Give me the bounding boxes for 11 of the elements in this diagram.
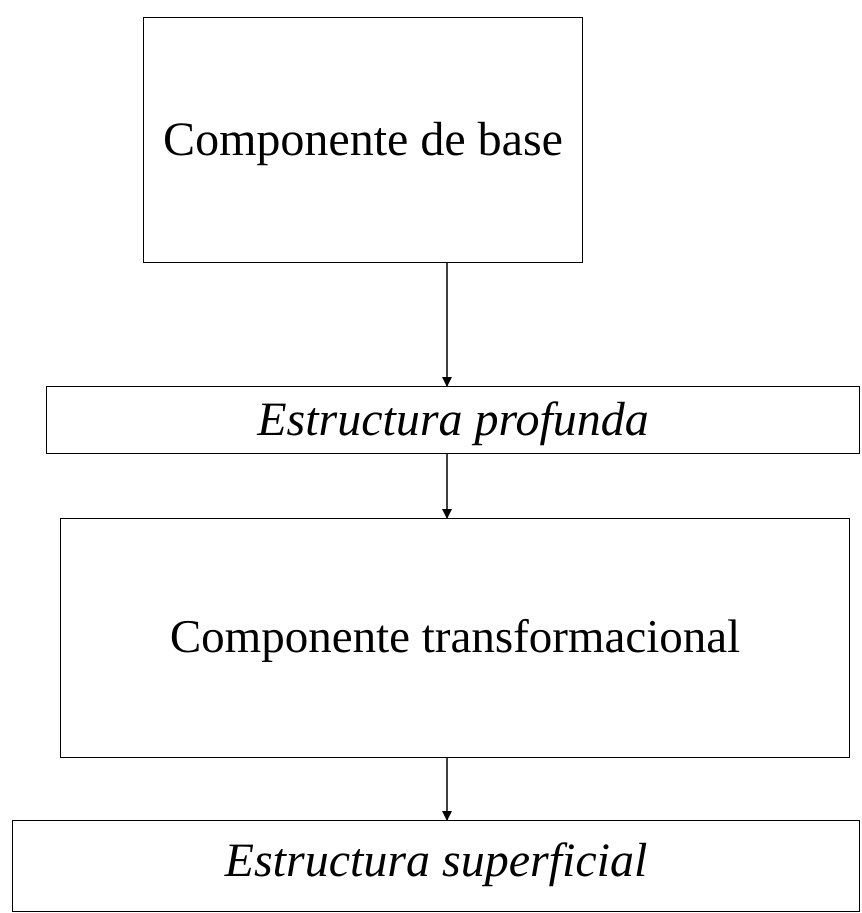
process-box (12, 820, 860, 912)
process-box (46, 386, 860, 454)
box-label: Estructura profunda (257, 394, 649, 446)
arrow (442, 758, 452, 821)
arrow (442, 263, 452, 387)
box-label: Componente de base (163, 114, 563, 166)
box-label: Estructura superficial (224, 835, 648, 888)
process-box (143, 17, 583, 263)
arrow (442, 454, 452, 519)
box-label: Componente transformacional (170, 612, 740, 664)
process-box (60, 518, 850, 758)
